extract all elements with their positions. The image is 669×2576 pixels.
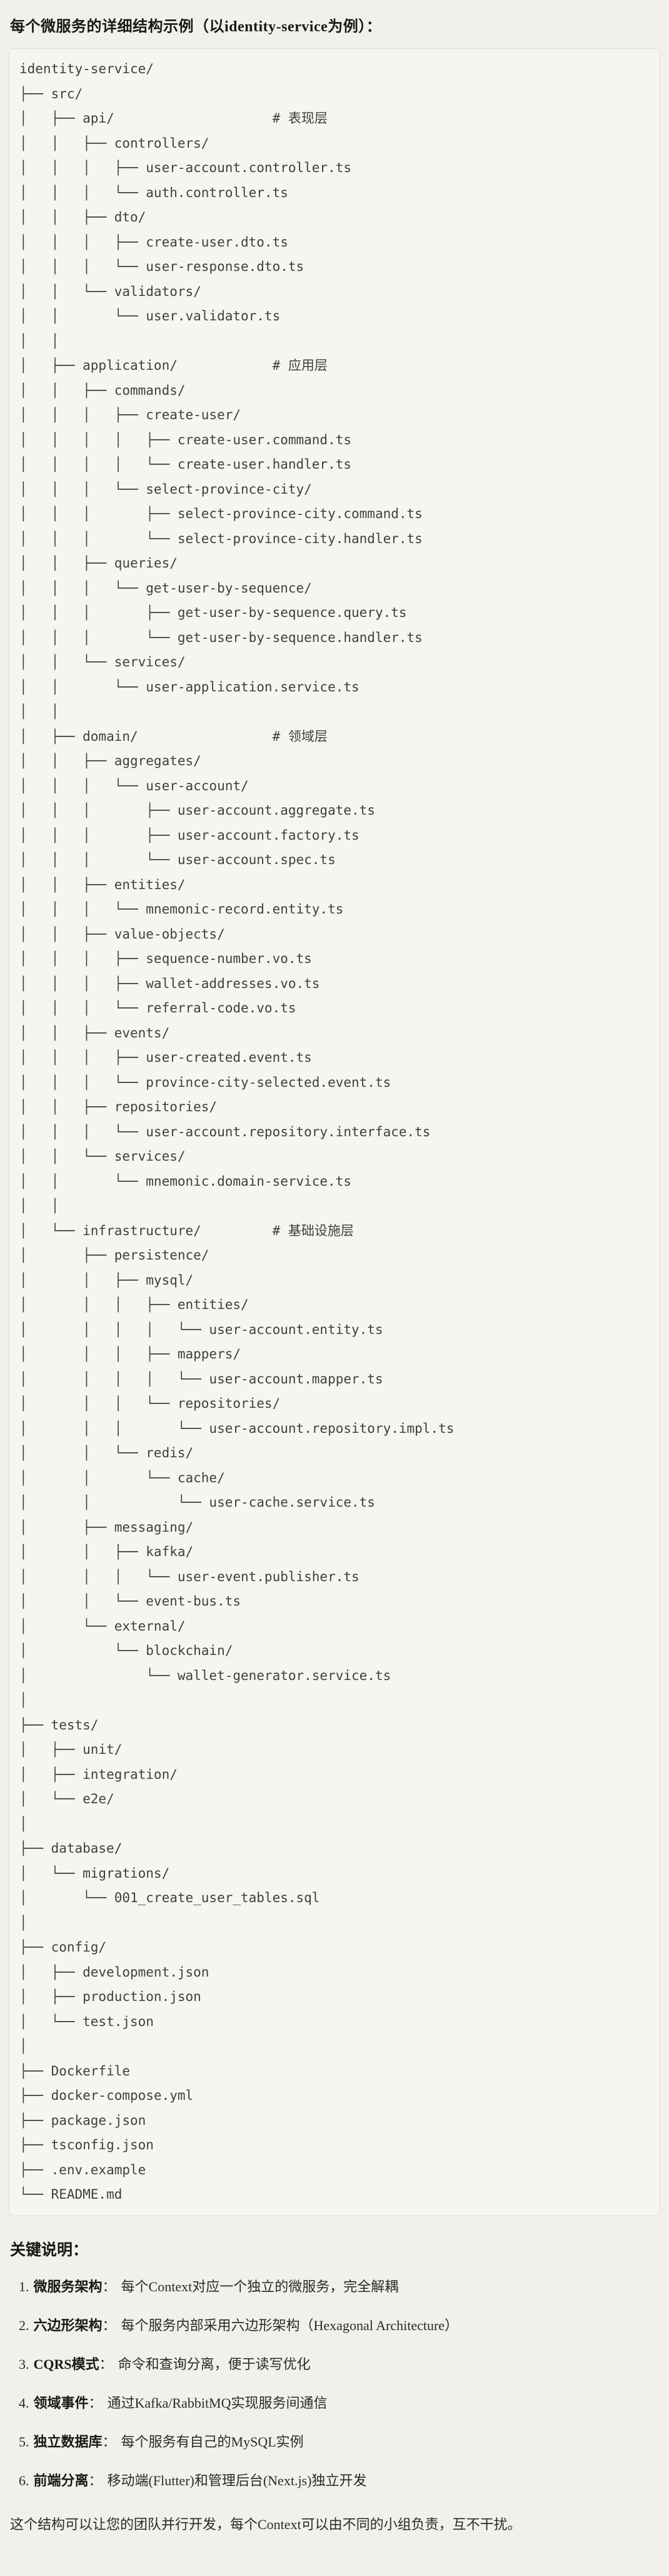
note-description: 命令和查询分离，便于读写优化: [118, 2356, 311, 2372]
note-number: 1.: [19, 2278, 29, 2294]
note-term: CQRS模式: [33, 2356, 99, 2372]
note-item-hexagonal-architecture: 2.六边形架构： 每个服务内部采用六边形架构（Hexagonal Architec…: [19, 2315, 660, 2336]
note-separator: ：: [88, 2472, 103, 2488]
note-item-domain-events: 4.领域事件：通过Kafka/RabbitMQ实现服务间通信: [19, 2393, 660, 2414]
note-separator: ：: [102, 2278, 116, 2294]
note-description: 每个服务有自己的MySQL实例: [121, 2433, 304, 2450]
note-term: 前端分离: [33, 2472, 89, 2488]
note-separator: ：: [102, 2317, 116, 2333]
notes-list: 1.微服务架构：每个Context对应一个独立的微服务，完全解耦 2.六边形架构…: [9, 2276, 660, 2492]
note-description: 通过Kafka/RabbitMQ实现服务间通信: [107, 2395, 328, 2411]
notes-heading: 关键说明：: [10, 2241, 89, 2259]
note-description: 每个服务内部采用六边形架构（Hexagonal Architecture）: [121, 2317, 459, 2333]
closing-paragraph: 这个结构可以让您的团队并行开发，每个Context可以由不同的小组负责，互不干扰…: [10, 2516, 521, 2532]
note-number: 3.: [19, 2356, 29, 2372]
directory-tree-code-block: identity-service/ ├── src/ │ ├── api/ # …: [9, 48, 660, 2216]
note-term: 微服务架构: [33, 2278, 103, 2294]
note-separator: ：: [88, 2395, 103, 2411]
note-description: 每个Context对应一个独立的微服务，完全解耦: [121, 2278, 399, 2294]
note-number: 4.: [19, 2395, 29, 2411]
note-item-cqrs-pattern: 3.CQRS模式： 命令和查询分离，便于读写优化: [19, 2354, 660, 2375]
note-term: 领域事件: [33, 2395, 89, 2411]
key-notes-section: 关键说明： 1.微服务架构：每个Context对应一个独立的微服务，完全解耦 2…: [9, 2237, 660, 2535]
note-term: 六边形架构: [33, 2317, 103, 2333]
note-separator: ：: [99, 2356, 113, 2372]
page-title: 每个微服务的详细结构示例（以identity-service为例）：: [10, 19, 382, 35]
note-item-independent-database: 5.独立数据库： 每个服务有自己的MySQL实例: [19, 2431, 660, 2453]
note-item-frontend-separation: 6.前端分离：移动端(Flutter)和管理后台(Next.js)独立开发: [19, 2470, 660, 2492]
note-number: 2.: [19, 2317, 29, 2333]
note-item-microservice-architecture: 1.微服务架构： 每个Context对应一个独立的微服务，完全解耦: [19, 2276, 660, 2298]
directory-tree-text: identity-service/ ├── src/ │ ├── api/ # …: [19, 61, 455, 2202]
note-number: 6.: [19, 2472, 29, 2488]
note-separator: ：: [102, 2433, 116, 2450]
note-number: 5.: [19, 2433, 29, 2450]
note-description: 移动端(Flutter)和管理后台(Next.js)独立开发: [107, 2472, 367, 2488]
note-term: 独立数据库: [33, 2433, 103, 2450]
